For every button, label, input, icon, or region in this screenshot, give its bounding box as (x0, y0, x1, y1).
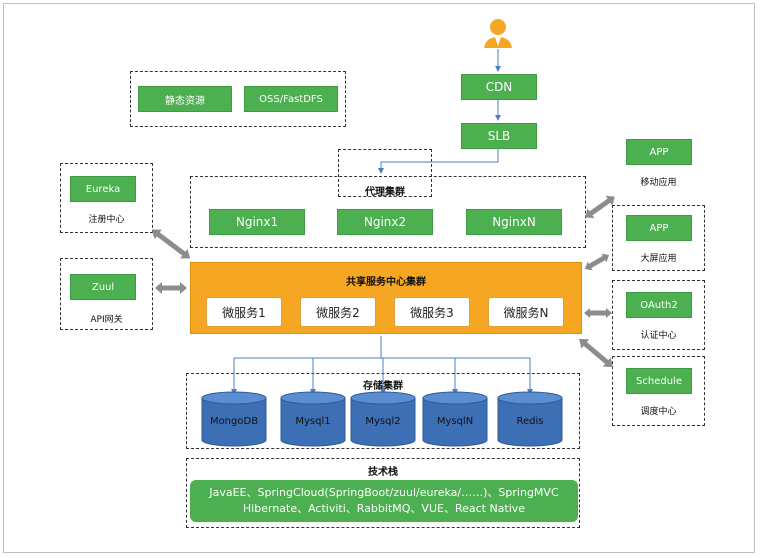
proxy-cluster-title-box (338, 149, 432, 197)
schedule-double-arrow (579, 338, 613, 368)
nginx-node-n: NginxN (466, 209, 562, 235)
app-screen-double-arrow (584, 253, 610, 271)
schedule-node: Schedule (626, 368, 692, 394)
oss-fastdfs-node: OSS/FastDFS (244, 86, 338, 112)
oauth2-node: OAuth2 (626, 292, 692, 318)
database-mysql1: Mysql1 (280, 391, 346, 447)
database-label-mysql2: Mysql2 (365, 416, 400, 427)
app-screen-node: APP (626, 215, 692, 241)
app-screen-group (612, 205, 705, 271)
schedule-group (612, 356, 705, 426)
oauth2-group (612, 280, 705, 350)
slb-node: SLB (461, 123, 537, 149)
storage-distribution-lines (231, 336, 533, 395)
app-mobile-label: 移动应用 (640, 178, 677, 188)
zuul-node: Zuul (70, 274, 136, 300)
eureka-group (60, 163, 153, 233)
app-screen-label: 大屏应用 (640, 254, 677, 264)
cdn-node: CDN (461, 74, 537, 100)
proxy-cluster-title: 代理集群 (365, 187, 405, 198)
nginx-node-2: Nginx2 (337, 209, 433, 235)
database-mysqln: MysqlN (422, 391, 488, 447)
static-resources-group (130, 71, 346, 127)
database-label-mysql1: Mysql1 (295, 416, 330, 427)
eureka-label: 注册中心 (88, 215, 125, 225)
database-label-mysqln: MysqlN (437, 416, 473, 427)
microservice-2: 微服务2 (300, 297, 376, 327)
app-mobile-double-arrow (585, 195, 615, 219)
schedule-label: 调度中心 (640, 407, 677, 417)
slb-to-proxy-arrow (378, 149, 499, 174)
app-mobile-node: APP (626, 139, 692, 165)
zuul-double-arrow (155, 282, 187, 294)
tech-stack-line-2: Hibernate、Activiti、RabbitMQ、VUE、React Na… (242, 502, 526, 515)
tech-stack-line-1: JavaEE、SpringCloud(SpringBoot/zuul/eurek… (209, 486, 559, 499)
proxy-cluster-group (190, 176, 586, 248)
microservice-3: 微服务3 (394, 297, 470, 327)
database-redis: Redis (497, 391, 563, 447)
tech-stack-box: JavaEE、SpringCloud(SpringBoot/zuul/eurek… (190, 480, 578, 522)
database-label-redis: Redis (517, 416, 544, 427)
static-resources-node: 静态资源 (138, 86, 232, 112)
shared-service-title: 共享服务中心集群 (346, 277, 426, 288)
user-icon (484, 19, 512, 48)
microservice-1: 微服务1 (206, 297, 282, 327)
database-group: MongoDB Mysql1 Mysql2 MysqlN Redis (201, 391, 563, 447)
oauth2-label: 认证中心 (640, 331, 677, 341)
tech-stack-title: 技术栈 (368, 467, 398, 478)
database-mysql2: Mysql2 (350, 391, 416, 447)
oauth2-double-arrow (584, 308, 612, 318)
tech-stack-group (186, 458, 580, 528)
nginx-node-1: Nginx1 (209, 209, 305, 235)
database-label-mongodb: MongoDB (210, 416, 258, 427)
eureka-double-arrow (151, 229, 191, 259)
side-connectors (151, 195, 615, 368)
zuul-group (60, 258, 153, 330)
microservice-n: 微服务N (488, 297, 564, 327)
zuul-label: API网关 (90, 315, 123, 325)
eureka-node: Eureka (70, 176, 136, 202)
database-mongodb: MongoDB (201, 391, 267, 447)
